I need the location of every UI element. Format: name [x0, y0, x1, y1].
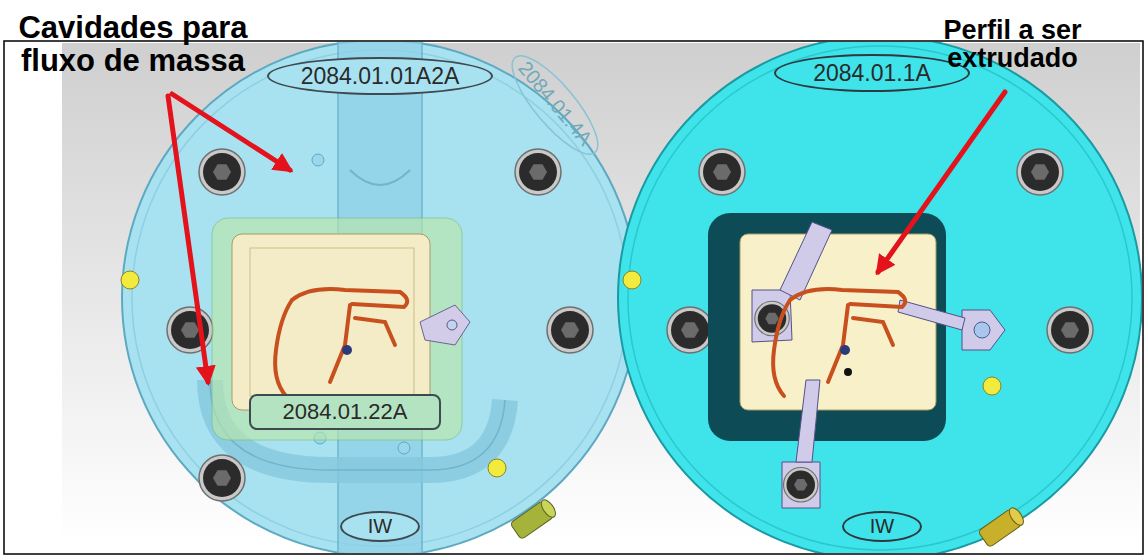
part-number-badge: 2084.01.1A [774, 54, 970, 92]
left-die-plate [121, 42, 638, 553]
right-die-plate [618, 42, 1142, 553]
part-number-text: IW [368, 515, 392, 538]
part-number-badge: 2084.01.22A [249, 394, 441, 430]
part-number-text: 2084.01.22A [283, 399, 408, 425]
part-number-text: IW [870, 515, 894, 538]
part-number-text: 2084.01.01A2A [301, 63, 460, 90]
part-number-badge: IW [842, 511, 922, 542]
callout-label: Cavidades para fluxo de massa [8, 12, 258, 77]
part-number-badge: IW [340, 511, 420, 542]
callout-label: Perfil a ser extrudado [900, 16, 1125, 73]
part-number-text: 2084.01.1A [813, 60, 931, 87]
part-number-badge: 2084.01.01A2A [267, 57, 493, 95]
